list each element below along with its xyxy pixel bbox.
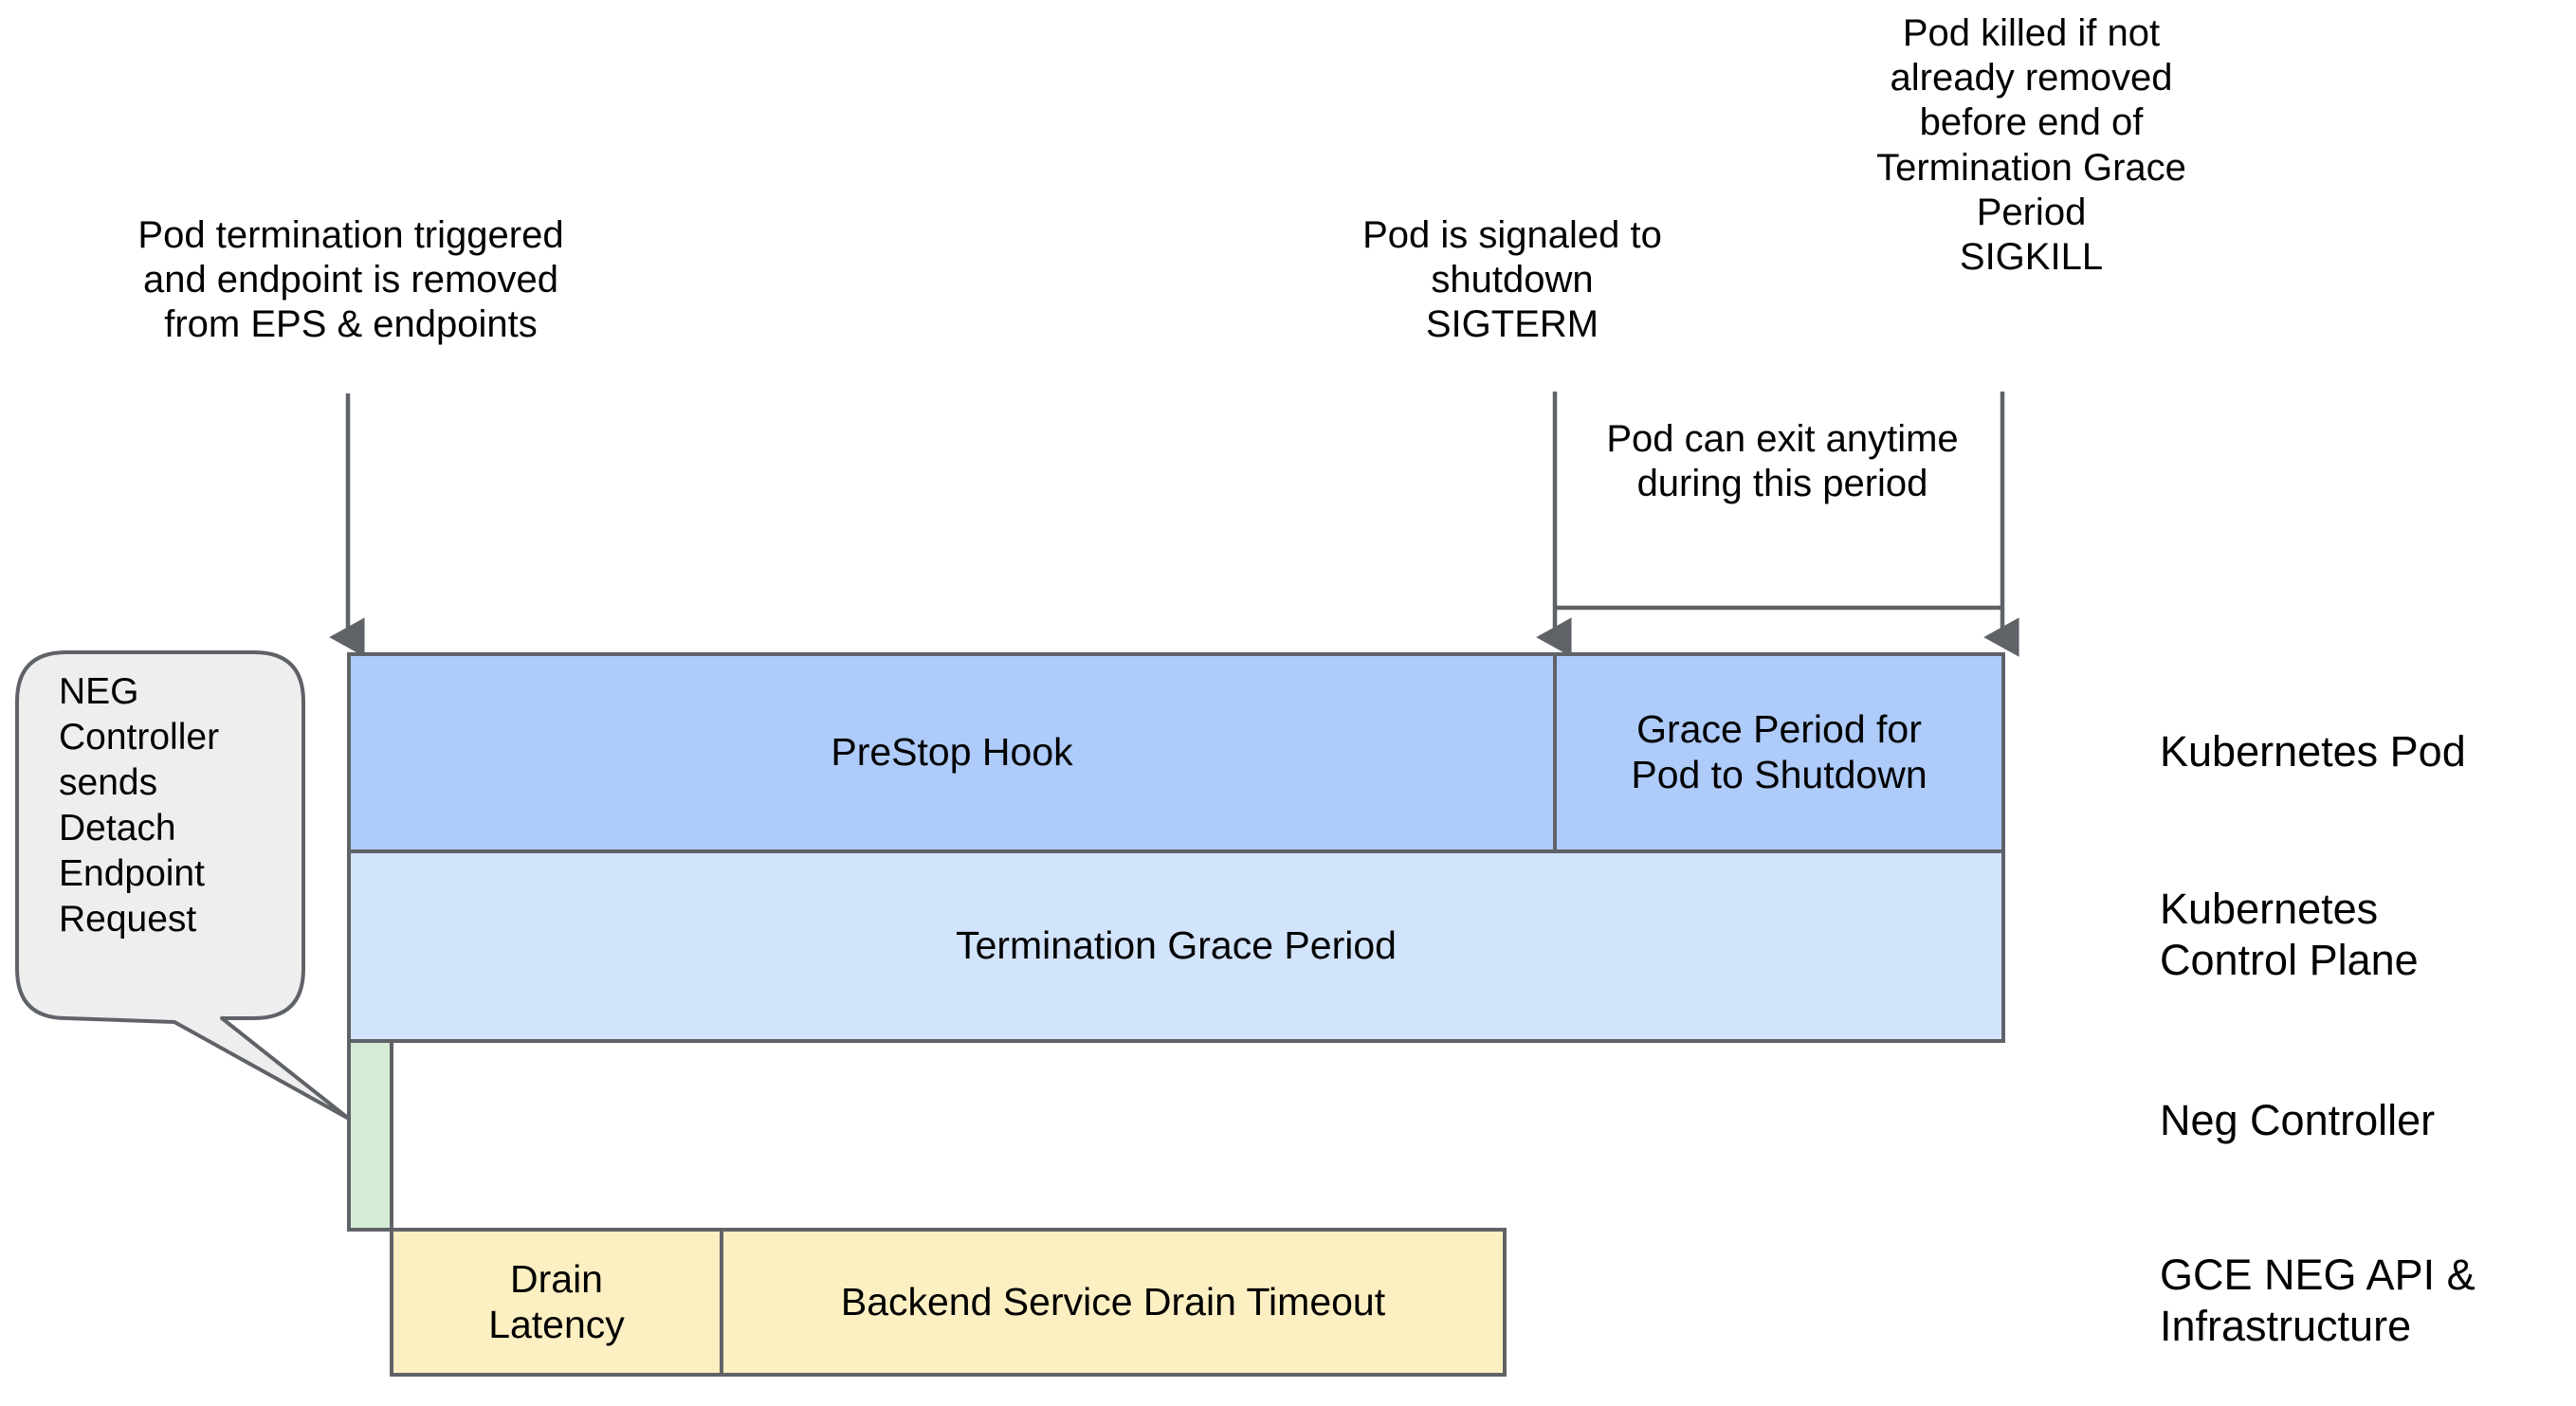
callout-bubble-neg-detach (15, 650, 351, 1121)
bar-backend-service-drain-timeout (720, 1228, 1507, 1377)
annotation-sigterm: Pod is signaled to shutdown SIGTERM (1362, 214, 1662, 346)
lane-label-neg-controller: Neg Controller (2160, 1096, 2436, 1144)
lane-label-kubernetes-pod: Kubernetes Pod (2160, 727, 2466, 776)
callout-label-neg-detach: NEG Controller sends Detach Endpoint Req… (59, 671, 220, 940)
annotation-pod-can-exit: Pod can exit anytime during this period (1606, 418, 1959, 505)
bar-grace-period (1553, 652, 2005, 853)
bar-neg-detach (347, 1039, 393, 1232)
bar-prestop-hook (347, 652, 1557, 853)
bar-drain-latency (390, 1228, 723, 1377)
annotation-sigkill: Pod killed if not already removed before… (1876, 12, 2186, 278)
lane-label-kubernetes-control-plane: Kubernetes Control Plane (2160, 885, 2419, 984)
lane-label-gce-neg-api: GCE NEG API & Infrastructure (2160, 1251, 2476, 1350)
bar-termination-grace-period (347, 849, 2005, 1043)
annotation-pod-termination-triggered: Pod termination triggered and endpoint i… (137, 214, 564, 346)
